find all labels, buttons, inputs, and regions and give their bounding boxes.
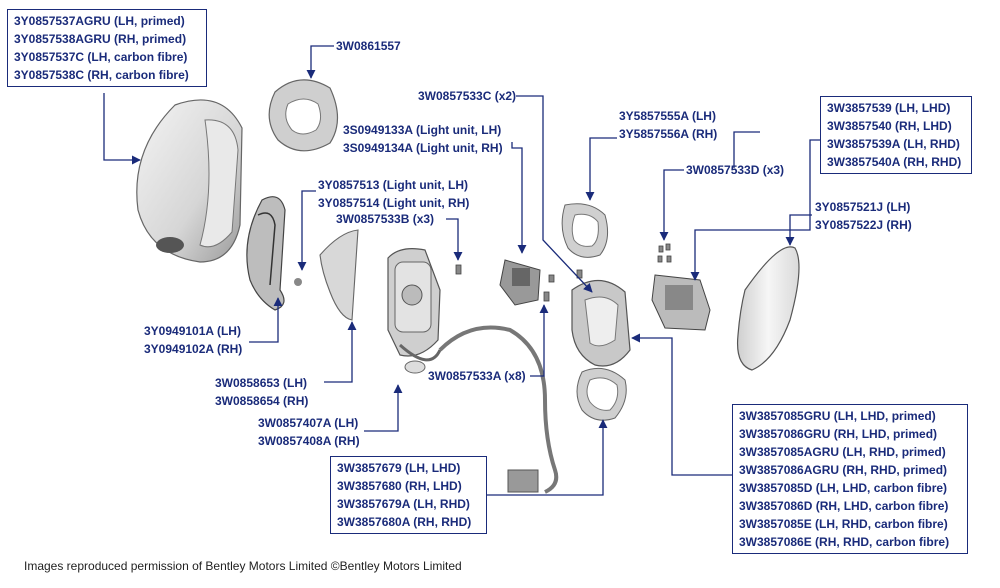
part-number: 3W3857086GRU (RH, LHD, primed) — [739, 427, 938, 441]
part-number: 3W3857085E (LH, RHD, carbon fibre) — [739, 517, 948, 531]
leader-lines — [103, 45, 820, 496]
callout-screw-x8: 3W0857533A (x8) — [428, 367, 526, 385]
top-gasket-ring-part — [268, 79, 339, 152]
screws-part — [455, 243, 672, 302]
callout-screw-x2: 3W0857533C (x2) — [418, 87, 516, 105]
part-number: 3Y0857537C (LH, carbon fibre) — [14, 50, 188, 64]
part-number: 3Y0857521J (LH) — [815, 200, 911, 214]
part-number: 3W3857680 (RH, LHD) — [337, 479, 462, 493]
part-number: 3Y0857538AGRU (RH, primed) — [14, 32, 187, 46]
part-number: 3W3857539 (LH, LHD) — [827, 101, 951, 115]
part-number: 3W0858654 (RH) — [215, 394, 309, 408]
callout-light-unit-y: 3Y0857513 (Light unit, LH) 3Y0857514 (Li… — [318, 176, 469, 212]
part-number: 3Y0949102A (RH) — [144, 342, 243, 356]
part-number: 3S0949133A (Light unit, LH) — [343, 123, 502, 137]
part-number: 3W0857533D (x3) — [686, 163, 785, 177]
callout-ring-top: 3W0861557 — [336, 37, 401, 55]
panel-part — [319, 229, 359, 321]
part-number: 3W3857085D (LH, LHD, carbon fibre) — [739, 481, 948, 495]
mirror-glass-part — [736, 246, 800, 371]
part-number: 3Y5857555A (LH) — [619, 109, 716, 123]
callout-trim-ring: 3Y5857555A (LH) 3Y5857556A (RH) — [619, 107, 717, 143]
part-number: 3Y0857514 (Light unit, RH) — [318, 196, 470, 210]
callout-light-unit-s: 3S0949133A (Light unit, LH) 3S0949134A (… — [343, 121, 503, 157]
callout-screw-x3-right: 3W0857533D (x3) — [686, 161, 784, 179]
callout-panel: 3W0858653 (LH) 3W0858654 (RH) — [215, 374, 308, 410]
light-unit-s-part — [499, 259, 541, 306]
connector-part — [507, 469, 539, 493]
indicator-lens-part — [246, 196, 302, 311]
part-number: 3Y0949101A (LH) — [144, 324, 241, 338]
cable-part — [438, 325, 559, 494]
part-number: 3Y0857537AGRU (LH, primed) — [14, 14, 185, 28]
part-number: 3Y5857556A (RH) — [619, 127, 718, 141]
part-number: 3Y0857513 (Light unit, LH) — [318, 178, 469, 192]
copyright-credit: Images reproduced permission of Bentley … — [24, 559, 462, 573]
part-number: 3W3857680A (RH, RHD) — [337, 515, 472, 529]
part-number: 3W3857539A (LH, RHD) — [827, 137, 960, 151]
motor-part — [651, 274, 711, 331]
part-number: 3W0861557 — [336, 39, 401, 53]
part-number: 3W0857408A (RH) — [258, 434, 360, 448]
mirror-cover-part — [136, 99, 243, 263]
part-number: 3W3857679A (LH, RHD) — [337, 497, 470, 511]
part-number: 3W0858653 (LH) — [215, 376, 308, 390]
part-number: 3W3857540 (RH, LHD) — [827, 119, 952, 133]
part-number: 3W3857679 (LH, LHD) — [337, 461, 461, 475]
housing-part — [571, 279, 631, 367]
part-number: 3Y0857538C (RH, carbon fibre) — [14, 68, 189, 82]
part-number: 3W3857086AGRU (RH, RHD, primed) — [739, 463, 948, 477]
part-number: 3W0857533A (x8) — [428, 369, 526, 383]
trim-ring-part — [561, 203, 609, 258]
part-number: 3W3857086E (RH, RHD, carbon fibre) — [739, 535, 950, 549]
callout-screw-x3-mid: 3W0857533B (x3) — [336, 210, 434, 228]
callout-harness: 3W3857679 (LH, LHD) 3W3857680 (RH, LHD) … — [330, 456, 487, 534]
part-number: 3W3857086D (RH, LHD, carbon fibre) — [739, 499, 949, 513]
part-number: 3Y0857522J (RH) — [815, 218, 912, 232]
callout-motor: 3W3857539 (LH, LHD) 3W3857540 (RH, LHD) … — [820, 96, 972, 174]
callout-indicator: 3Y0949101A (LH) 3Y0949102A (RH) — [144, 322, 242, 358]
callout-mirror-cover: 3Y0857537AGRU (LH, primed) 3Y0857538AGRU… — [7, 9, 207, 87]
part-number: 3S0949134A (Light unit, RH) — [343, 141, 503, 155]
part-number: 3W3857540A (RH, RHD) — [827, 155, 962, 169]
part-number: 3W0857407A (LH) — [258, 416, 359, 430]
callout-housing: 3W3857085GRU (LH, LHD, primed) 3W3857086… — [732, 404, 968, 554]
part-number: 3W0857533B (x3) — [336, 212, 435, 226]
part-number: 3W3857085AGRU (LH, RHD, primed) — [739, 445, 946, 459]
lower-gasket-part — [576, 367, 627, 421]
mirror-base-part — [387, 248, 442, 374]
callout-base: 3W0857407A (LH) 3W0857408A (RH) — [258, 414, 360, 450]
part-number: 3W3857085GRU (LH, LHD, primed) — [739, 409, 936, 423]
part-number: 3W0857533C (x2) — [418, 89, 517, 103]
callout-glass: 3Y0857521J (LH) 3Y0857522J (RH) — [815, 198, 912, 234]
